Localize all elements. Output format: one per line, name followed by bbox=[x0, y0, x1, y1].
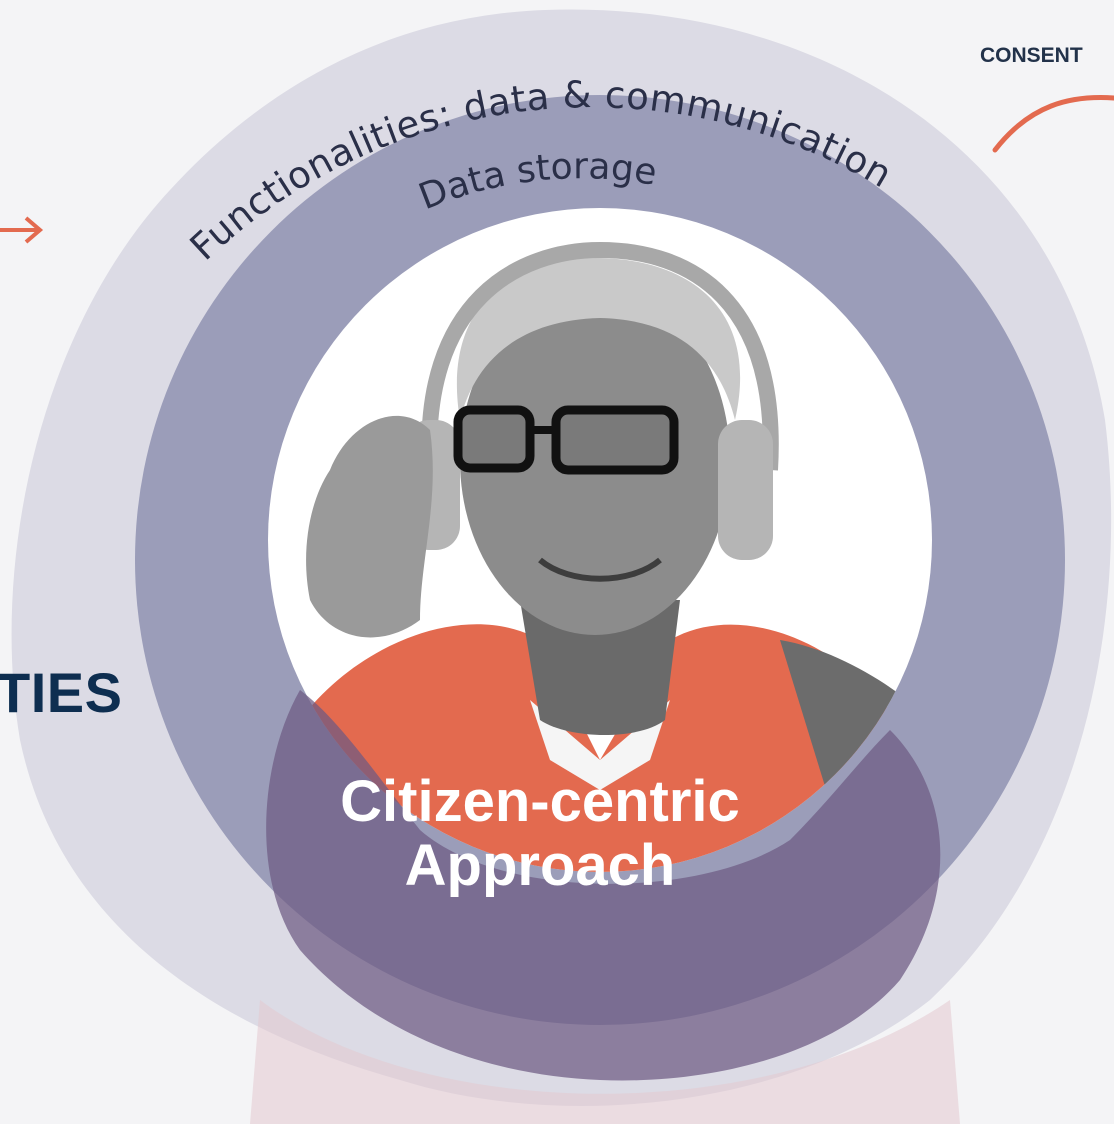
consent-arc bbox=[992, 95, 1114, 153]
consent-label: CONSENT bbox=[980, 44, 1083, 67]
ties-label: TIES bbox=[0, 661, 123, 724]
elderly-man-headphones-photo bbox=[300, 241, 930, 872]
lower-overlay bbox=[266, 690, 941, 1081]
center-title: Citizen-centric Approach bbox=[290, 770, 790, 898]
center-title-line-1: Citizen-centric bbox=[340, 769, 740, 834]
arrow-right-icon bbox=[0, 216, 44, 244]
center-title-line-2: Approach bbox=[404, 833, 676, 898]
lower-overlay-pink bbox=[250, 1000, 960, 1124]
